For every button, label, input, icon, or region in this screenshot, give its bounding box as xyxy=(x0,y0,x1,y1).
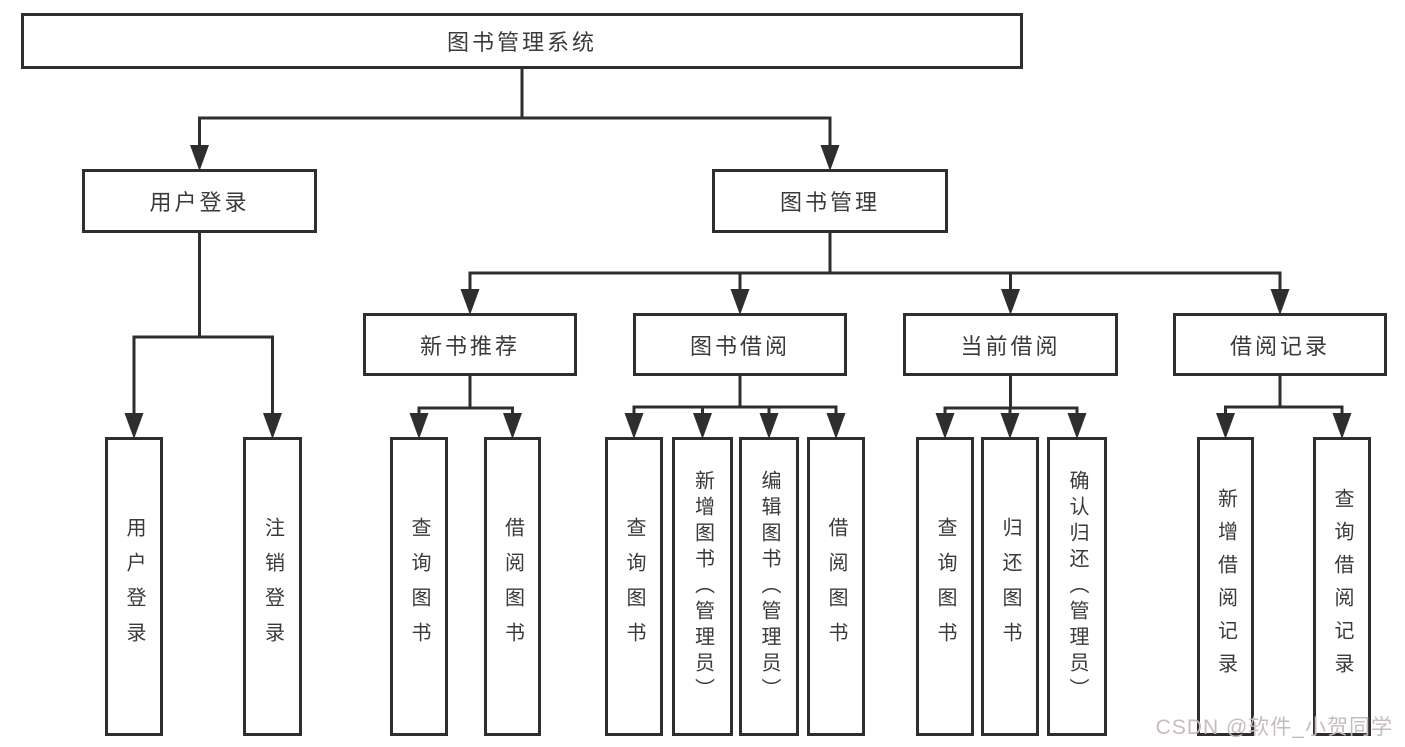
node-label-borrow-add: 新增图书（管理员） xyxy=(691,469,714,704)
arrowhead-icon xyxy=(460,289,480,315)
node-rec-borrow: 借阅图书 xyxy=(484,437,541,736)
node-label-login-out: 注销登录 xyxy=(261,516,284,657)
node-label-user-login: 用户登录 xyxy=(149,190,250,215)
node-current-query: 查询图书 xyxy=(916,437,974,736)
connector-group-book-mgmt xyxy=(460,233,1290,315)
arrowhead-icon xyxy=(409,413,429,439)
node-label-new-book-rec: 新书推荐 xyxy=(419,333,520,359)
node-rec-query: 查询图书 xyxy=(390,437,448,736)
node-label-current-return: 归还图书 xyxy=(999,516,1021,657)
arrowhead-icon xyxy=(1067,413,1087,439)
arrowhead-icon xyxy=(730,289,750,315)
node-borrow-add: 新增图书（管理员） xyxy=(672,437,733,736)
node-label-borrow-edit: 编辑图书（管理员） xyxy=(758,469,780,704)
connector-group-borrow-records xyxy=(1216,376,1352,439)
arrowhead-icon xyxy=(1216,413,1235,439)
node-label-login-do: 用户登录 xyxy=(123,516,145,657)
node-user-login: 用户登录 xyxy=(82,169,317,233)
arrowhead-icon xyxy=(1000,413,1020,439)
node-label-current-query: 查询图书 xyxy=(934,516,956,657)
arrowhead-icon xyxy=(124,413,144,439)
node-current-return: 归还图书 xyxy=(981,437,1039,736)
arrowhead-icon xyxy=(826,413,846,439)
node-borrow-records: 借阅记录 xyxy=(1173,313,1387,376)
node-records-add: 新增借阅记录 xyxy=(1197,437,1254,736)
node-label-rec-borrow: 借阅图书 xyxy=(501,516,524,657)
arrowhead-icon xyxy=(820,145,840,171)
arrowhead-icon xyxy=(263,413,282,439)
node-root: 图书管理系统 xyxy=(21,13,1023,69)
node-label-root: 图书管理系统 xyxy=(446,30,597,55)
node-current-confirm: 确认归还（管理员） xyxy=(1047,437,1107,736)
node-label-borrow-do: 借阅图书 xyxy=(825,516,847,657)
node-label-book-borrow: 图书借阅 xyxy=(689,333,790,359)
node-current-borrow: 当前借阅 xyxy=(903,313,1118,376)
node-book-borrow: 图书借阅 xyxy=(633,313,847,376)
node-login-do: 用户登录 xyxy=(105,437,163,736)
node-label-current-confirm: 确认归还（管理员） xyxy=(1066,469,1088,704)
node-book-mgmt: 图书管理 xyxy=(712,169,948,233)
watermark-text: CSDN @软件_小贺同学 xyxy=(1155,716,1393,739)
node-label-current-borrow: 当前借阅 xyxy=(960,333,1061,359)
node-label-records-add: 新增借阅记录 xyxy=(1214,487,1237,686)
connector-group-current-borrow xyxy=(935,376,1087,439)
node-label-rec-query: 查询图书 xyxy=(408,516,430,657)
node-login-out: 注销登录 xyxy=(243,437,302,736)
node-label-borrow-query: 查询图书 xyxy=(623,516,645,657)
connector-group-book-borrow xyxy=(624,376,846,439)
node-label-records-query: 查询借阅记录 xyxy=(1331,487,1353,686)
arrowhead-icon xyxy=(190,145,209,171)
node-new-book-rec: 新书推荐 xyxy=(363,313,577,376)
arrowhead-icon xyxy=(503,413,522,439)
arrowhead-icon xyxy=(935,413,955,439)
arrowhead-icon xyxy=(1001,289,1020,315)
node-label-borrow-records: 借阅记录 xyxy=(1229,333,1330,359)
arrowhead-icon xyxy=(1332,413,1352,439)
connector-group-root xyxy=(190,69,840,171)
node-borrow-edit: 编辑图书（管理员） xyxy=(739,437,799,736)
connector-group-user-login xyxy=(124,233,282,439)
arrowhead-icon xyxy=(759,413,779,439)
node-records-query: 查询借阅记录 xyxy=(1313,437,1371,736)
node-borrow-do: 借阅图书 xyxy=(807,437,865,736)
connector-group-new-book-rec xyxy=(409,376,522,439)
arrowhead-icon xyxy=(693,413,712,439)
node-label-book-mgmt: 图书管理 xyxy=(779,190,880,215)
node-borrow-query: 查询图书 xyxy=(605,437,663,736)
arrowhead-icon xyxy=(624,413,644,439)
arrowhead-icon xyxy=(1270,289,1290,315)
